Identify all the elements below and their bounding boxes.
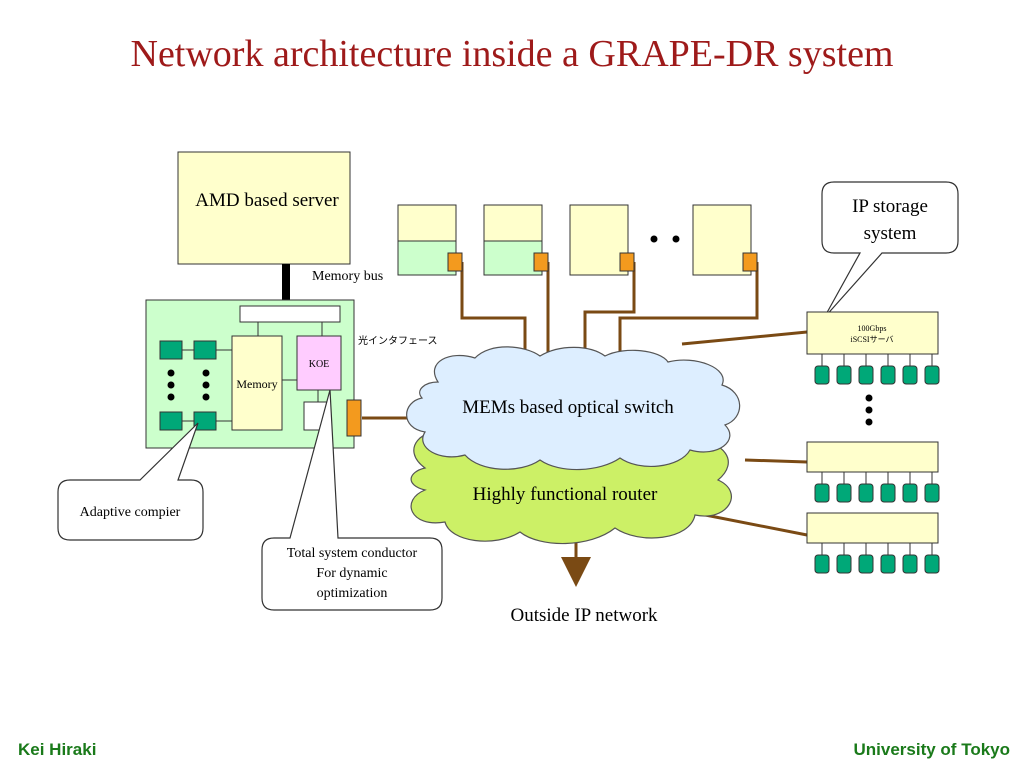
storage-disks-2: [814, 472, 940, 503]
conductor-line-2: For dynamic: [316, 566, 387, 581]
optical-switch-label: MEMs based optical switch: [462, 397, 674, 418]
koe-label: KOE: [309, 359, 330, 370]
adaptive-compiler-callout: [57, 422, 204, 541]
memory-bus-label: Memory bus: [312, 269, 383, 284]
chip-ellipsis: [167, 369, 210, 401]
storage-server-3: [806, 512, 939, 544]
optical-interface-label: 光インタフェース: [358, 334, 438, 347]
link-storage-2: [744, 458, 808, 464]
koe-block: [296, 335, 342, 391]
storage-disks-3: [814, 543, 940, 574]
link-storage-1: [681, 330, 808, 346]
link-node-1: [460, 262, 527, 368]
amd-server-label: AMD based server: [195, 190, 339, 211]
conductor-callout: [261, 389, 443, 611]
footer-author: Kei Hiraki: [18, 740, 97, 759]
node-3: [569, 204, 629, 276]
chip-3: [159, 411, 183, 431]
amd-server-box: [177, 151, 351, 265]
node-2-connector: [533, 252, 549, 272]
node-1-lower: [397, 240, 457, 276]
node-ellipsis: [650, 235, 680, 243]
ip-storage-line-1: IP storage: [852, 196, 928, 217]
storage-server-1-line-2: iSCSIサーバ: [850, 335, 893, 344]
storage-server-1-line-1: 100Gbps: [858, 324, 887, 333]
chip-1: [159, 340, 183, 360]
storage-disks-1: [814, 354, 940, 385]
link-node-3: [583, 262, 636, 355]
node-1-connector: [447, 252, 463, 272]
adaptive-compiler-label: Adaptive compier: [80, 505, 181, 520]
storage-ellipsis: [865, 394, 873, 426]
chip-2: [193, 340, 217, 360]
memory-label: Memory: [236, 377, 277, 391]
slide-title: Network architecture inside a GRAPE-DR s…: [130, 33, 894, 75]
ip-storage-line-2: system: [864, 223, 917, 244]
node-4: [692, 204, 752, 276]
board-header-bar: [239, 305, 341, 323]
ip-storage-callout: [821, 181, 959, 319]
storage-server-1: [806, 311, 939, 355]
memory-block: [231, 335, 283, 431]
storage-server-2: [806, 441, 939, 473]
node-2-lower: [483, 240, 543, 276]
link-node-4: [618, 262, 759, 360]
host-connector: [346, 399, 362, 437]
router-label: Highly functional router: [473, 484, 658, 505]
node-4-connector: [742, 252, 758, 272]
node-3-connector: [619, 252, 635, 272]
footer-institution: University of Tokyo: [853, 740, 1011, 759]
memory-bus-line: [282, 264, 290, 300]
outside-network-label: Outside IP network: [510, 605, 658, 626]
conductor-line-3: optimization: [317, 586, 388, 601]
optical-switch-cloud: [406, 346, 741, 471]
chip-4: [193, 411, 217, 431]
conductor-line-1: Total system conductor: [287, 546, 418, 561]
